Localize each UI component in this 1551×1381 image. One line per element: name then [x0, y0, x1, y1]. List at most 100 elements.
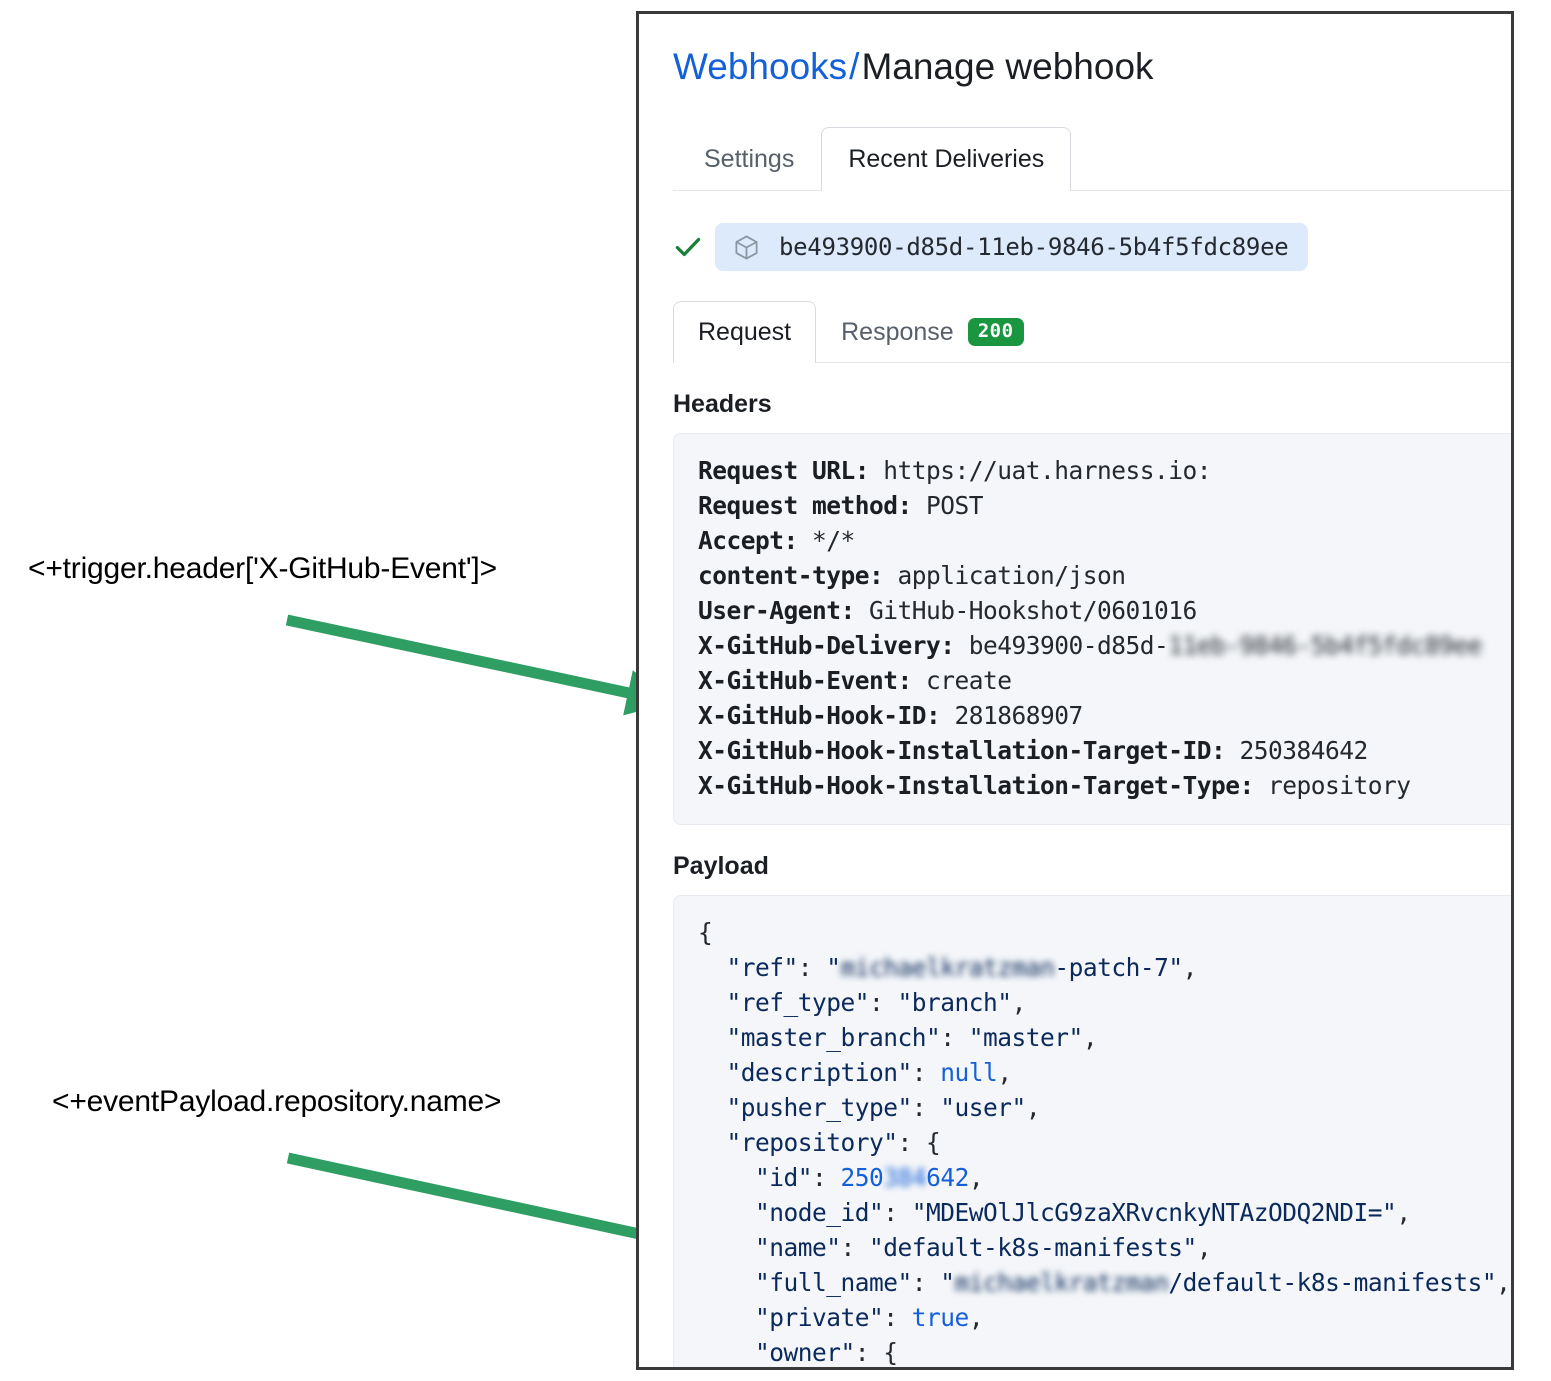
payload-token-punct: :: [812, 1163, 841, 1193]
annotation-arrow-1: [285, 614, 674, 716]
payload-line: "owner": {: [698, 1335, 1511, 1368]
payload-token-punct: ,: [1011, 988, 1027, 1018]
header-value: 250384642: [1225, 736, 1369, 766]
payload-indent: [698, 1093, 727, 1122]
payload-token-punct: :: [911, 1268, 941, 1298]
payload-token-punct: ,: [997, 1058, 1012, 1088]
header-value: POST: [911, 491, 984, 521]
breadcrumb-current: Manage webhook: [861, 46, 1154, 87]
payload-token-key: "node_id": [755, 1198, 884, 1228]
payload-token-punct: ,: [1082, 1023, 1098, 1053]
payload-indent: [698, 1268, 755, 1297]
header-value: 281868907: [940, 701, 1084, 731]
header-row: X-GitHub-Event: create: [698, 663, 1511, 698]
payload-token-str: "master": [968, 1023, 1084, 1053]
delivery-id-pill[interactable]: be493900-d85d-11eb-9846-5b4f5fdc89ee: [715, 223, 1309, 272]
payload-token-key: "description": [726, 1058, 913, 1088]
header-row: X-GitHub-Hook-Installation-Target-ID: 25…: [698, 733, 1511, 768]
payload-token-key: "owner": [755, 1338, 855, 1368]
payload-token-key: "full_name": [755, 1268, 912, 1298]
payload-token-key: "name": [755, 1233, 841, 1263]
delivery-row[interactable]: be493900-d85d-11eb-9846-5b4f5fdc89ee: [673, 223, 1511, 272]
payload-token-punct: :: [797, 953, 827, 983]
payload-code-block: { "ref": "michaelkratzman-patch-7", "ref…: [673, 895, 1511, 1368]
payload-line: "ref": "michaelkratzman-patch-7",: [698, 950, 1511, 985]
payload-token-lit: true: [911, 1303, 970, 1333]
payload-line: {: [698, 915, 1511, 950]
payload-token-str: ": [826, 953, 841, 983]
payload-indent: [698, 1058, 727, 1087]
payload-token-punct: {: [883, 1338, 898, 1368]
headers-heading: Headers: [673, 390, 772, 419]
payload-token-punct: ,: [1196, 1233, 1212, 1263]
payload-indent: [698, 1303, 755, 1332]
header-key: User-Agent:: [698, 596, 855, 626]
subtab-request[interactable]: Request: [673, 301, 817, 365]
payload-token-num: 250: [840, 1163, 884, 1193]
payload-indent: [698, 953, 727, 982]
breadcrumb-separator: /: [849, 46, 860, 87]
payload-token-punct: ,: [968, 1163, 984, 1193]
tab-settings[interactable]: Settings: [704, 145, 795, 174]
payload-line: "pusher_type": "user",: [698, 1090, 1511, 1125]
payload-token-punct: :: [883, 1198, 912, 1228]
payload-token-punct: ,: [968, 1303, 984, 1333]
payload-token-str: "branch": [897, 988, 1013, 1018]
header-value-redacted: 11eb-9846-5b4f5fdc89ee: [1168, 631, 1482, 661]
header-key: X-GitHub-Event:: [698, 666, 912, 696]
payload-token-punct: {: [926, 1128, 941, 1158]
header-row: Request URL: https://uat.harness.io:: [698, 453, 1511, 488]
header-key: X-GitHub-Hook-Installation-Target-ID:: [698, 736, 1226, 766]
breadcrumb-link-webhooks[interactable]: Webhooks: [673, 46, 848, 87]
payload-token-punct: ,: [1182, 953, 1198, 983]
payload-line: "id": 250384642,: [698, 1160, 1511, 1195]
payload-line: "repository": {: [698, 1125, 1511, 1160]
payload-token-key: "master_branch": [726, 1023, 941, 1053]
header-value: create: [911, 666, 1012, 696]
payload-token-punct: :: [940, 1023, 969, 1053]
headers-code-block: Request URL: https://uat.harness.io:Requ…: [673, 433, 1511, 826]
payload-token-key: "repository": [726, 1128, 899, 1158]
payload-line: "description": null,: [698, 1055, 1511, 1090]
header-row: X-GitHub-Delivery: be493900-d85d-11eb-98…: [698, 628, 1511, 663]
payload-token-punct: :: [883, 1303, 912, 1333]
payload-token-punct: :: [854, 1338, 884, 1368]
payload-token-blurnum: 384: [883, 1163, 927, 1193]
payload-line: "private": true,: [698, 1300, 1511, 1335]
payload-indent: [698, 1338, 755, 1367]
subtab-response[interactable]: Response 200: [816, 301, 1048, 363]
annotation-label-event-payload: <+eventPayload.repository.name>: [52, 1085, 502, 1118]
payload-token-key: "id": [755, 1163, 813, 1193]
page-title: Webhooks/Manage webhook: [673, 44, 1511, 90]
header-value: repository: [1253, 771, 1411, 801]
payload-line: "name": "default-k8s-manifests",: [698, 1230, 1511, 1265]
check-icon: [673, 232, 703, 262]
payload-token-punct: ,: [1025, 1093, 1041, 1123]
subtab-request-label: Request: [698, 318, 792, 347]
header-value: application/json: [883, 561, 1127, 591]
header-row: X-GitHub-Hook-ID: 281868907: [698, 698, 1511, 733]
payload-token-punct: :: [911, 1093, 941, 1123]
status-badge: 200: [967, 318, 1024, 347]
payload-token-blur: michaelkratzman: [954, 1268, 1169, 1298]
header-row: User-Agent: GitHub-Hookshot/0601016: [698, 593, 1511, 628]
header-row: Accept: */*: [698, 523, 1511, 558]
payload-token-lit: null: [940, 1058, 998, 1088]
payload-token-punct: {: [698, 918, 713, 948]
header-key: X-GitHub-Delivery:: [698, 631, 955, 661]
payload-token-key: "pusher_type": [726, 1093, 913, 1123]
payload-token-punct: :: [911, 1058, 941, 1088]
delivery-id-text: be493900-d85d-11eb-9846-5b4f5fdc89ee: [779, 233, 1289, 262]
header-key: Accept:: [698, 526, 798, 556]
header-value: GitHub-Hookshot/0601016: [854, 596, 1197, 626]
payload-token-key: "ref": [726, 953, 799, 983]
payload-line: "ref_type": "branch",: [698, 985, 1511, 1020]
webhook-panel: Webhooks/Manage webhook Settings Recent …: [636, 11, 1514, 1370]
header-key: X-GitHub-Hook-ID:: [698, 701, 941, 731]
payload-token-str: "MDEwOlJlcG9zaXRvcnkyNTAzODQ2NDI=": [911, 1198, 1397, 1228]
payload-indent: [698, 1023, 727, 1052]
header-value: */*: [797, 526, 855, 556]
header-value: https://uat.harness.io:: [869, 456, 1212, 486]
tab-recent-deliveries[interactable]: Recent Deliveries: [821, 127, 1072, 193]
header-value: be493900-d85d-: [954, 631, 1169, 661]
